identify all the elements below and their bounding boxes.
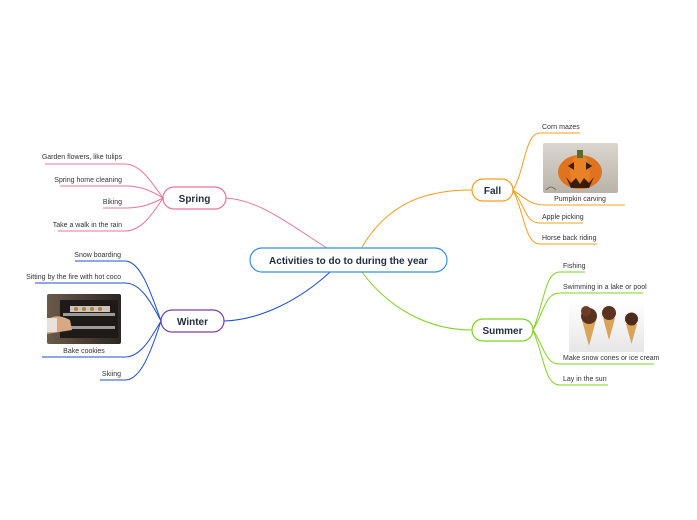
summer-line-3: [532, 329, 654, 365]
fall-item-apple-picking[interactable]: Apple picking: [542, 214, 584, 221]
branch-fall: Fall Corn mazes Pumpkin carving Apple pi…: [471, 124, 625, 245]
winter-line-1: [75, 260, 162, 322]
spring-item-cleaning[interactable]: Spring home cleaning: [54, 177, 122, 184]
spring-line-4: [58, 197, 164, 232]
summer-item-fishing[interactable]: Fishing: [563, 263, 586, 270]
branch-summer: Summer Fishing Swimming in a lake or poo…: [471, 263, 660, 386]
jack-o-lantern-image: [543, 143, 618, 193]
fall-line-3: [512, 189, 583, 224]
winter-line-4: [100, 320, 162, 381]
connector-summer: [361, 271, 473, 331]
winter-item-bake-cookies[interactable]: Bake cookies: [63, 348, 105, 355]
spring-item-biking[interactable]: Biking: [103, 199, 122, 206]
fall-item-pumpkin-carving[interactable]: Pumpkin carving: [554, 196, 606, 203]
spring-line-3: [103, 197, 164, 209]
winter-item-snowboarding[interactable]: Snow boarding: [74, 252, 121, 259]
fall-item-horseback[interactable]: Horse back riding: [542, 235, 597, 242]
fall-line-4: [512, 189, 597, 245]
central-topic[interactable]: Activities to do to during the year: [249, 247, 448, 273]
connector-spring: [225, 197, 331, 251]
connector-fall: [361, 189, 473, 248]
summer-node[interactable]: Summer: [471, 318, 534, 342]
fall-line-2: [512, 189, 625, 206]
summer-line-2: [532, 292, 643, 331]
winter-item-skiing[interactable]: Skiing: [102, 371, 121, 378]
spring-item-rain-walk[interactable]: Take a walk in the rain: [53, 222, 122, 229]
summer-line-1: [532, 271, 585, 331]
winter-line-3: [42, 320, 162, 358]
summer-item-snow-cones[interactable]: Make snow cones or ice cream: [563, 355, 660, 362]
central-topic-label: Activities to do to during the year: [269, 256, 428, 267]
fall-node[interactable]: Fall: [471, 178, 514, 202]
spring-line-1: [45, 163, 164, 199]
winter-label: Winter: [177, 317, 208, 328]
branch-spring: Spring Garden flowers, like tulips Sprin…: [42, 154, 227, 232]
oven-cookies-image: [47, 294, 121, 344]
winter-line-2: [35, 282, 162, 322]
spring-label: Spring: [179, 194, 211, 205]
summer-line-4: [532, 329, 608, 386]
fall-label: Fall: [484, 186, 501, 197]
connector-winter: [223, 271, 331, 322]
branch-winter: Winter Snow boarding Sitting by the fire…: [26, 252, 225, 381]
spring-item-garden[interactable]: Garden flowers, like tulips: [42, 154, 123, 161]
spring-node[interactable]: Spring: [162, 186, 227, 210]
fall-line-1: [512, 132, 580, 191]
ice-cream-cones-image: [569, 302, 644, 352]
fall-item-corn-mazes[interactable]: Corn mazes: [542, 124, 580, 131]
summer-label: Summer: [482, 326, 522, 337]
winter-node[interactable]: Winter: [160, 309, 225, 333]
summer-item-sun[interactable]: Lay in the sun: [563, 376, 607, 383]
summer-item-swimming[interactable]: Swimming in a lake or pool: [563, 284, 647, 291]
winter-item-fire-coco[interactable]: Sitting by the fire with hot coco: [26, 274, 121, 281]
spring-line-2: [60, 185, 164, 199]
